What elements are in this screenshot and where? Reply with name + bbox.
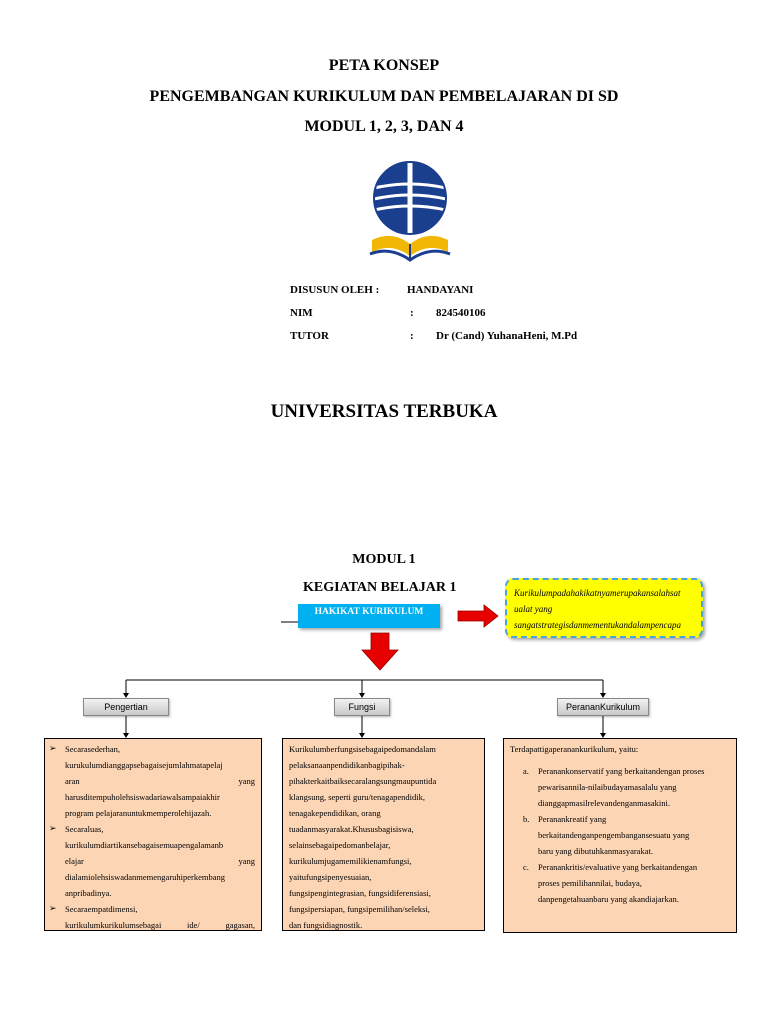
nim-colon: : (410, 307, 414, 319)
nim-value: 824540106 (436, 307, 486, 319)
label-peranan: PerananKurikulum (557, 698, 649, 716)
activity-heading: KEGIATAN BELAJAR 1 (303, 580, 457, 595)
page-title: PETA KONSEP (328, 57, 440, 74)
list-item: Secaraempatdimensi, kurikulumkurikulumse… (45, 901, 255, 930)
nim-label: NIM (290, 307, 313, 319)
center-concept-box: HAKIKAT KURIKULUM (298, 604, 440, 628)
right-arrow-icon (457, 604, 499, 628)
list-item: a. Peranankonservatif yang berkaitandeng… (523, 766, 705, 808)
down-arrow-icon (361, 632, 399, 671)
callout-line: sangatstrategisdanmementukandalampencapa (514, 620, 681, 630)
pengertian-box: Secarasederhan, kurukulumdianggapsebagai… (44, 738, 262, 931)
peranan-intro: Terdapattigaperanankurikulum, yaitu: (510, 744, 639, 754)
definition-callout: Kurikulumpadahakikatnyamerupakansalahsat… (505, 578, 703, 638)
list-item: Secarasederhan, kurukulumdianggapsebagai… (45, 741, 255, 821)
label-fungsi: Fungsi (334, 698, 390, 716)
university-name: UNIVERSITAS TERBUKA (270, 401, 498, 422)
callout-line: Kurikulumpadahakikatnyamerupakansalahsat (514, 588, 681, 598)
tutor-value: Dr (Cand) YuhanaHeni, M.Pd (436, 330, 578, 342)
list-item: b. Peranankreatif yang berkaitandenganpe… (523, 814, 690, 856)
tutor-label: TUTOR (290, 330, 329, 342)
tutor-colon: : (410, 330, 414, 342)
list-item: Secaraluas, kurikulumdiartikansebagaisem… (45, 821, 255, 901)
list-item: c. Peranankritis/evaluative yang berkait… (523, 862, 698, 904)
course-title: PENGEMBANGAN KURIKULUM DAN PEMBELAJARAN … (149, 88, 619, 105)
fungsi-box: Kurikulumberfungsisebagaipedomandalam pe… (282, 738, 485, 931)
peranan-box: Terdapattigaperanankurikulum, yaitu: a. … (503, 738, 737, 933)
module-heading: MODUL 1 (352, 552, 416, 567)
callout-line: ualat yang (514, 604, 553, 614)
universitas-terbuka-logo-icon (364, 160, 456, 266)
module-range-title: MODUL 1, 2, 3, DAN 4 (304, 118, 464, 135)
label-pengertian: Pengertian (83, 698, 169, 716)
author-value: HANDAYANI (407, 284, 474, 296)
author-label: DISUSUN OLEH : (290, 284, 380, 296)
